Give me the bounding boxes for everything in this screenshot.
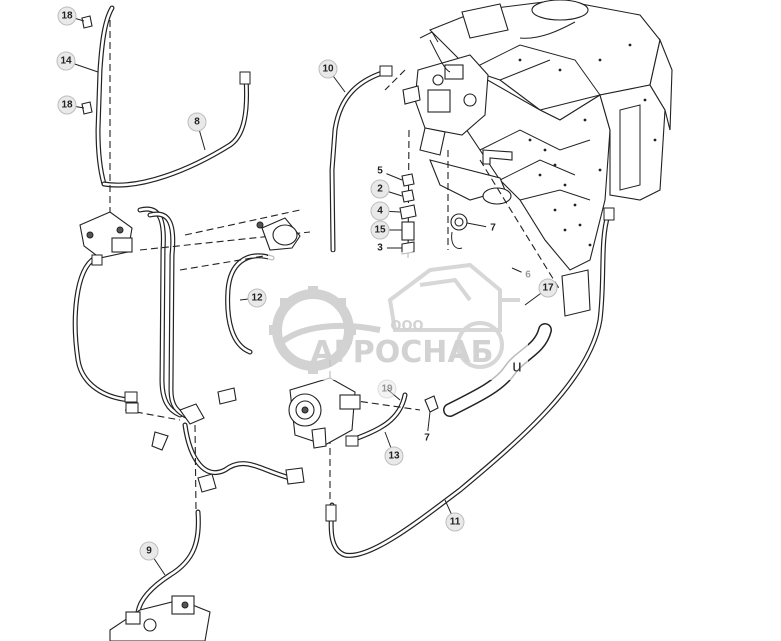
watermark-company-form: ООО (390, 319, 423, 334)
callout-label: 5 (377, 166, 383, 177)
callout-bubble (420, 431, 434, 445)
callout-bubble (370, 220, 390, 240)
callout-label: 12 (251, 293, 263, 304)
callout-bubble (370, 201, 390, 221)
callout-13: 13 (384, 431, 404, 466)
callout-label: 4 (377, 206, 383, 217)
callout-label: 10 (322, 64, 334, 75)
callout-bubble (521, 268, 535, 282)
watermark-company-name: АГРОСНАБ (310, 335, 493, 370)
clamp-upper (450, 213, 468, 249)
bottom-valve (109, 595, 211, 641)
callout-bubble (486, 221, 500, 235)
gear-logo-icon (269, 286, 381, 374)
callout-19: 19 (377, 379, 401, 401)
callout-17: 17 (524, 278, 558, 306)
callout-15: 15 (370, 220, 402, 240)
callout-4: 4 (370, 201, 401, 221)
callout-label: 9 (146, 546, 152, 557)
callout-label: 15 (374, 225, 386, 236)
callout-12: 12 (239, 288, 267, 308)
machine-frame (429, 0, 673, 317)
callout-label: 3 (377, 243, 383, 254)
accumulator (256, 217, 301, 251)
left-valve-block (79, 211, 133, 259)
callout-bubble (57, 95, 77, 115)
callout-6: 6 (511, 267, 535, 282)
callout-8: 8 (187, 112, 207, 151)
callout-label: 17 (542, 283, 554, 294)
callout-bubble (187, 112, 207, 132)
callout-label: 13 (388, 451, 400, 462)
callout-bubble (139, 541, 159, 561)
callout-9: 9 (139, 541, 166, 576)
control-valve-block (402, 31, 489, 156)
callout-18a: 18 (57, 6, 85, 26)
callout-7a: 7 (466, 221, 500, 235)
callout-14: 14 (56, 51, 99, 73)
callout-bubble (445, 512, 465, 532)
hydraulic-pump (288, 377, 361, 449)
callout-label: 18 (61, 100, 73, 111)
tractor-logo-icon (387, 262, 520, 369)
callout-label: 18 (61, 11, 73, 22)
fitting-stack (399, 173, 417, 255)
callout-18b: 18 (57, 95, 85, 115)
callout-5: 5 (373, 164, 403, 181)
callout-7b: 7 (420, 411, 434, 445)
callout-bubble (384, 446, 404, 466)
clamp-lower (424, 395, 439, 413)
callout-label: 8 (194, 117, 200, 128)
callout-bubble (538, 278, 558, 298)
callout-2: 2 (370, 179, 403, 199)
callout-layer: 18 14 18 8 10 5 2 4 15 3 7 6 17 12 19 7 13 11 9 (56, 6, 558, 576)
callout-label: 19 (381, 384, 393, 395)
callout-bubble (373, 241, 387, 255)
callout-bubble (56, 51, 76, 71)
callout-bubble (377, 379, 397, 399)
callout-label: 2 (377, 184, 383, 195)
callout-10: 10 (318, 59, 346, 93)
callout-label: 7 (490, 223, 496, 234)
callout-bubble (57, 6, 77, 26)
callout-bubble (373, 164, 387, 178)
center-fittings (151, 387, 305, 493)
callout-label: 7 (424, 433, 430, 444)
callout-3: 3 (373, 241, 402, 255)
agrosnab-watermark: ООО АГРОСНАБ (268, 252, 528, 380)
callout-label: 11 (450, 517, 461, 528)
fitting-18-lower (81, 101, 93, 115)
callout-label: 14 (60, 56, 72, 67)
callout-bubble (247, 288, 267, 308)
callout-11: 11 (444, 499, 465, 532)
callout-bubble (370, 179, 390, 199)
stray-letter: u (512, 357, 521, 376)
fitting-18-upper (81, 15, 93, 29)
callout-label: 6 (525, 270, 531, 281)
callout-bubble (318, 59, 338, 79)
